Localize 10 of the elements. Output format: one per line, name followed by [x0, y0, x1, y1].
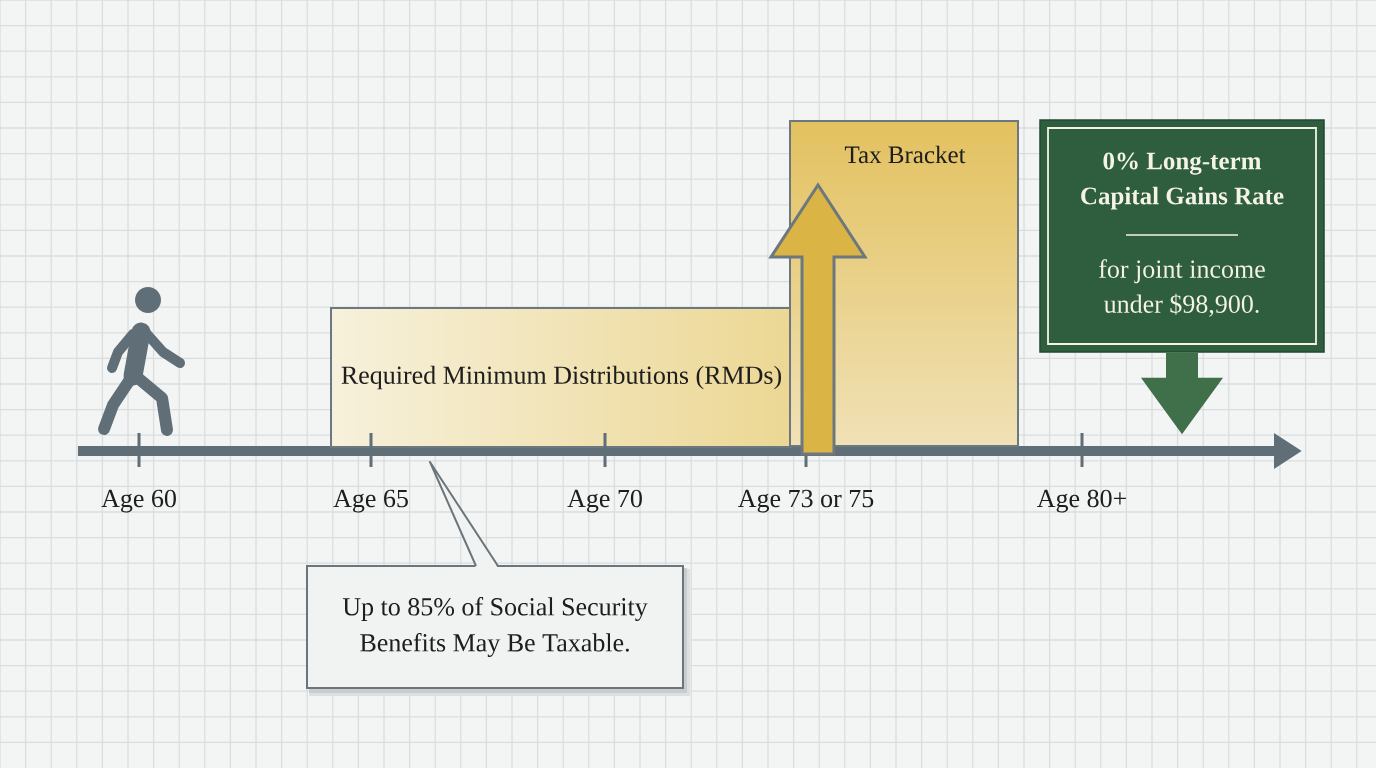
axis-label: Age 60 — [101, 489, 176, 513]
axis-label: Age 65 — [333, 489, 408, 513]
box-text: for joint income under $98,900. — [1099, 259, 1265, 317]
axis-label: Age 70 — [567, 489, 642, 513]
info-box — [1039, 119, 1325, 353]
box-heading: 0% Long-term Capital Gains Rate — [1081, 152, 1284, 210]
block-arrow — [768, 182, 868, 456]
axis-label: Age 80+ — [1037, 489, 1126, 513]
shaded-band: Required Minimum Distributions (RMDs) — [330, 307, 793, 448]
axis-label: Age 73 or 75 — [738, 489, 874, 513]
